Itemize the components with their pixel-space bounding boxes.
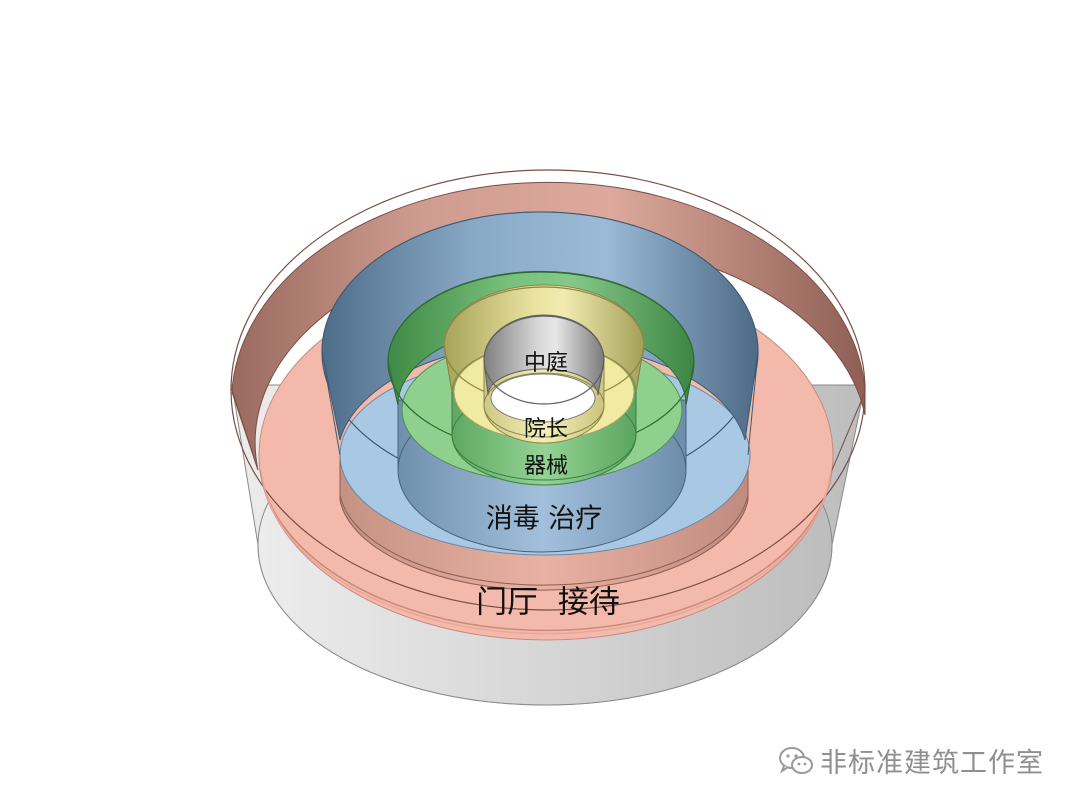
wechat-icon <box>779 746 813 774</box>
courtyard-label: 中庭 <box>524 351 568 376</box>
treatment-label: 消毒 治疗 <box>486 504 603 535</box>
equipment-label: 器械 <box>524 454 568 479</box>
director-label: 院长 <box>524 417 568 442</box>
watermark: 非标准建筑工作室 <box>778 741 1044 780</box>
courtyard-core <box>483 314 605 444</box>
reception-label: 门厅 接待 <box>476 585 620 621</box>
watermark-text: 非标准建筑工作室 <box>820 748 1044 779</box>
